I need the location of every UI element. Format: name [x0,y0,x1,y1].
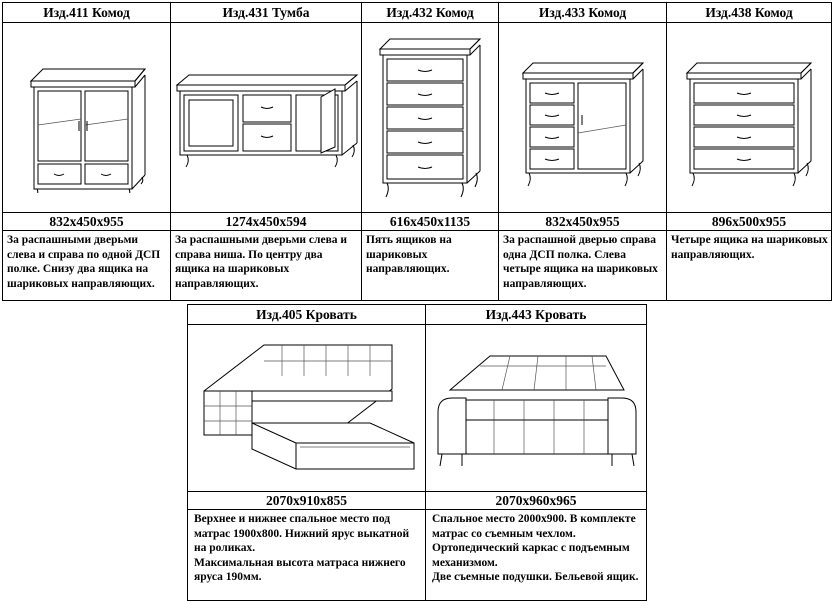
bed-405-drawing [203,344,414,469]
item-image-cell [361,22,499,213]
item-description: Четыре ящика на шариковых направляющих. [666,230,832,301]
item-image-cell [425,324,647,492]
item-dimensions: 832x450x955 [2,212,171,231]
tv-stand-431-drawing [175,74,359,167]
item-image-cell [498,22,667,213]
item-dimensions: 616x450x1135 [361,212,499,231]
image-row [2,22,832,213]
item-dimensions: 2070x910x855 [187,491,426,510]
drawer-fronts [386,58,464,179]
item-description: За распашной дверью справа одна ДСП полк… [498,230,667,301]
item-title: Изд.432 Комод [361,2,499,23]
item-dimensions: 1274x450x594 [170,212,362,231]
item-dimensions: 832x450x955 [498,212,667,231]
item-image-cell [187,324,426,492]
title-row: Изд.411 Комод Изд.431 Тумба Изд.432 Комо… [2,2,832,23]
item-description: Верхнее и нижнее спальное место под матр… [187,509,426,601]
dims-row: 2070x910x855 2070x960x965 [187,491,647,510]
item-image-cell [666,22,832,213]
item-title: Изд.405 Кровать [187,304,426,325]
bottom-catalog-table: Изд.405 Кровать Изд.443 Кровать [187,304,647,601]
chest-438-drawing [685,62,813,186]
item-description: Спальное место 2000x900. В комплекте мат… [425,509,647,601]
chest-411-drawing [29,68,146,193]
item-title: Изд.433 Комод [498,2,667,23]
top-catalog-table: Изд.411 Комод Изд.431 Тумба Изд.432 Комо… [2,2,832,301]
item-dimensions: 896x500x955 [666,212,832,231]
item-image-cell [170,22,362,213]
image-row [187,324,647,492]
chest-433-drawing [521,62,644,186]
title-row: Изд.405 Кровать Изд.443 Кровать [187,304,647,325]
item-description: Пять ящиков на шариковых направляющих. [361,230,499,301]
item-title: Изд.438 Комод [666,2,832,23]
item-title: Изд.443 Кровать [425,304,647,325]
chest-432-drawing [378,38,482,197]
description-row: Верхнее и нижнее спальное место под матр… [187,509,647,601]
dims-row: 832x450x955 1274x450x594 616x450x1135 83… [2,212,832,231]
item-description: За распашными дверьми слева и справа ниш… [170,230,362,301]
item-title: Изд.411 Комод [2,2,171,23]
item-description: За распашными дверьми слева и справа по … [2,230,171,301]
item-title: Изд.431 Тумба [170,2,362,23]
item-dimensions: 2070x960x965 [425,491,647,510]
sofa-bed-443-drawing [437,355,637,466]
description-row: За распашными дверьми слева и справа по … [2,230,832,301]
item-image-cell [2,22,171,213]
